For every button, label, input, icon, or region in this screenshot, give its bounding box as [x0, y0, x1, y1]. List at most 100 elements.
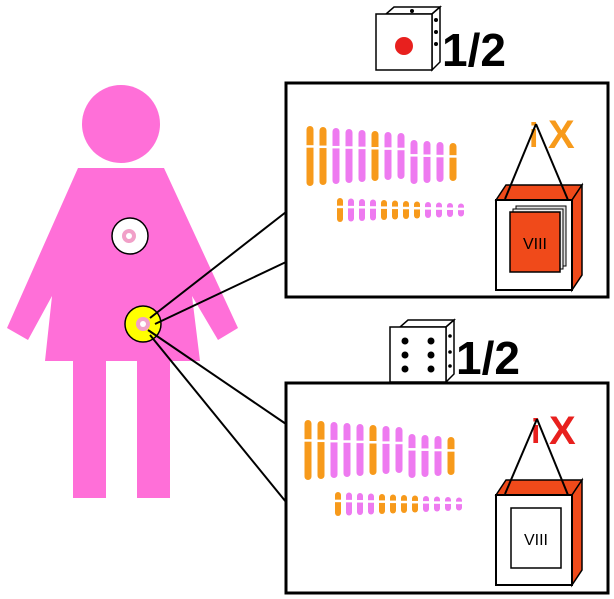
- chromosome: [369, 425, 377, 475]
- chromosome: [423, 496, 429, 512]
- figure-left-leg: [73, 358, 106, 498]
- callout-lines: [147, 211, 287, 503]
- chromosome-centromere: [369, 206, 377, 209]
- chromosome-centromere: [435, 207, 443, 210]
- chromosome-centromere: [368, 441, 378, 444]
- bottom-karyotype: [303, 420, 463, 516]
- chromosome-centromere: [400, 500, 408, 504]
- chromosome: [421, 435, 429, 477]
- chromosome-centromere: [433, 501, 441, 504]
- chromosome: [403, 201, 409, 219]
- chromosome-centromere: [433, 448, 443, 452]
- chromosome: [371, 131, 379, 181]
- chromosome-centromere: [444, 501, 452, 504]
- chromosome: [401, 495, 407, 513]
- chromosome-centromere: [383, 147, 393, 150]
- chromosome: [357, 493, 363, 515]
- chromosome-centromere: [394, 441, 404, 445]
- chromosome: [447, 437, 455, 475]
- upper-cell: [111, 217, 149, 255]
- chromosome: [436, 202, 442, 218]
- chromosome-centromere: [448, 155, 458, 158]
- chromosome: [348, 198, 354, 222]
- chromosome-centromere: [336, 205, 344, 209]
- chromosome-centromere: [402, 206, 410, 210]
- chromosome-centromere: [411, 500, 419, 504]
- bottom-x-chromosome-mark: i: [531, 413, 540, 451]
- chromosome: [330, 422, 338, 478]
- bottom-box-label: VIII: [524, 532, 548, 549]
- chromosome-centromere: [358, 206, 366, 209]
- chromosome-centromere: [409, 154, 419, 157]
- top-x-label: X: [548, 113, 575, 157]
- chromosome-centromere: [413, 206, 421, 210]
- chromosome: [423, 141, 431, 183]
- chromosome: [436, 142, 444, 182]
- chromosome-centromere: [378, 500, 386, 503]
- chromosome: [346, 492, 352, 516]
- chromosome: [445, 497, 451, 511]
- chromosome-centromere: [457, 207, 465, 211]
- chromosome-centromere: [334, 499, 342, 503]
- top-box-label: VIII: [523, 236, 547, 253]
- chromosome: [382, 426, 390, 474]
- chromosome-centromere: [329, 439, 339, 443]
- bottom-nucleus-box: VIII: [494, 418, 584, 588]
- chromosome-centromere: [318, 145, 328, 149]
- chromosome: [335, 492, 341, 516]
- bottom-panel: 1/2 i X VIII: [284, 318, 610, 595]
- chromosome-centromere: [367, 500, 375, 503]
- chromosome: [447, 203, 453, 217]
- chromosome: [358, 130, 366, 182]
- chromosome-centromere: [455, 501, 463, 505]
- chromosome-centromere: [435, 154, 445, 158]
- chromosome-centromere: [331, 145, 341, 149]
- chromosome: [390, 494, 396, 514]
- figure-right-leg: [137, 358, 170, 498]
- chromosome-centromere: [446, 449, 456, 452]
- chromosome: [410, 140, 418, 184]
- figure-dress: [7, 168, 238, 361]
- top-karyotype: [305, 126, 465, 222]
- chromosome: [306, 126, 314, 186]
- chromosome-centromere: [422, 501, 430, 504]
- chromosome-centromere: [446, 207, 454, 210]
- chromosome: [434, 496, 440, 512]
- top-nucleus-box: VIII: [494, 123, 584, 293]
- chromosome: [384, 132, 392, 180]
- chromosome-centromere: [305, 145, 315, 148]
- chromosome: [356, 424, 364, 476]
- chromosome: [317, 421, 325, 479]
- chromosome-centromere: [422, 154, 432, 157]
- top-probability: 1/2: [442, 24, 506, 76]
- chromosome-centromere: [407, 448, 417, 451]
- chromosome-centromere: [381, 441, 391, 444]
- chromosome: [304, 420, 312, 480]
- chromosome: [414, 201, 420, 219]
- chromosome: [395, 427, 403, 473]
- chromosome-centromere: [344, 146, 354, 149]
- chromosome: [319, 127, 327, 185]
- chromosome-centromere: [347, 205, 355, 209]
- chromosome-centromere: [355, 440, 365, 444]
- chromosome-centromere: [356, 500, 364, 503]
- die-six-icon: [389, 318, 456, 384]
- chromosome: [381, 200, 387, 220]
- chromosome: [449, 143, 457, 181]
- female-figure: [7, 85, 238, 498]
- chromosome-centromere: [357, 146, 367, 150]
- figure-head: [82, 85, 160, 163]
- chromosome-centromere: [370, 147, 380, 150]
- chromosome-centromere: [303, 439, 313, 442]
- chromosome-centromere: [396, 147, 406, 151]
- chromosome-centromere: [389, 500, 397, 504]
- chromosome: [392, 200, 398, 220]
- chromosome: [370, 199, 376, 221]
- chromosome: [425, 202, 431, 218]
- chromosome: [368, 493, 374, 515]
- chromosome-centromere: [316, 439, 326, 443]
- top-panel: 1/2 i X VIII: [284, 5, 610, 299]
- chromosome: [337, 198, 343, 222]
- chromosome: [397, 133, 405, 179]
